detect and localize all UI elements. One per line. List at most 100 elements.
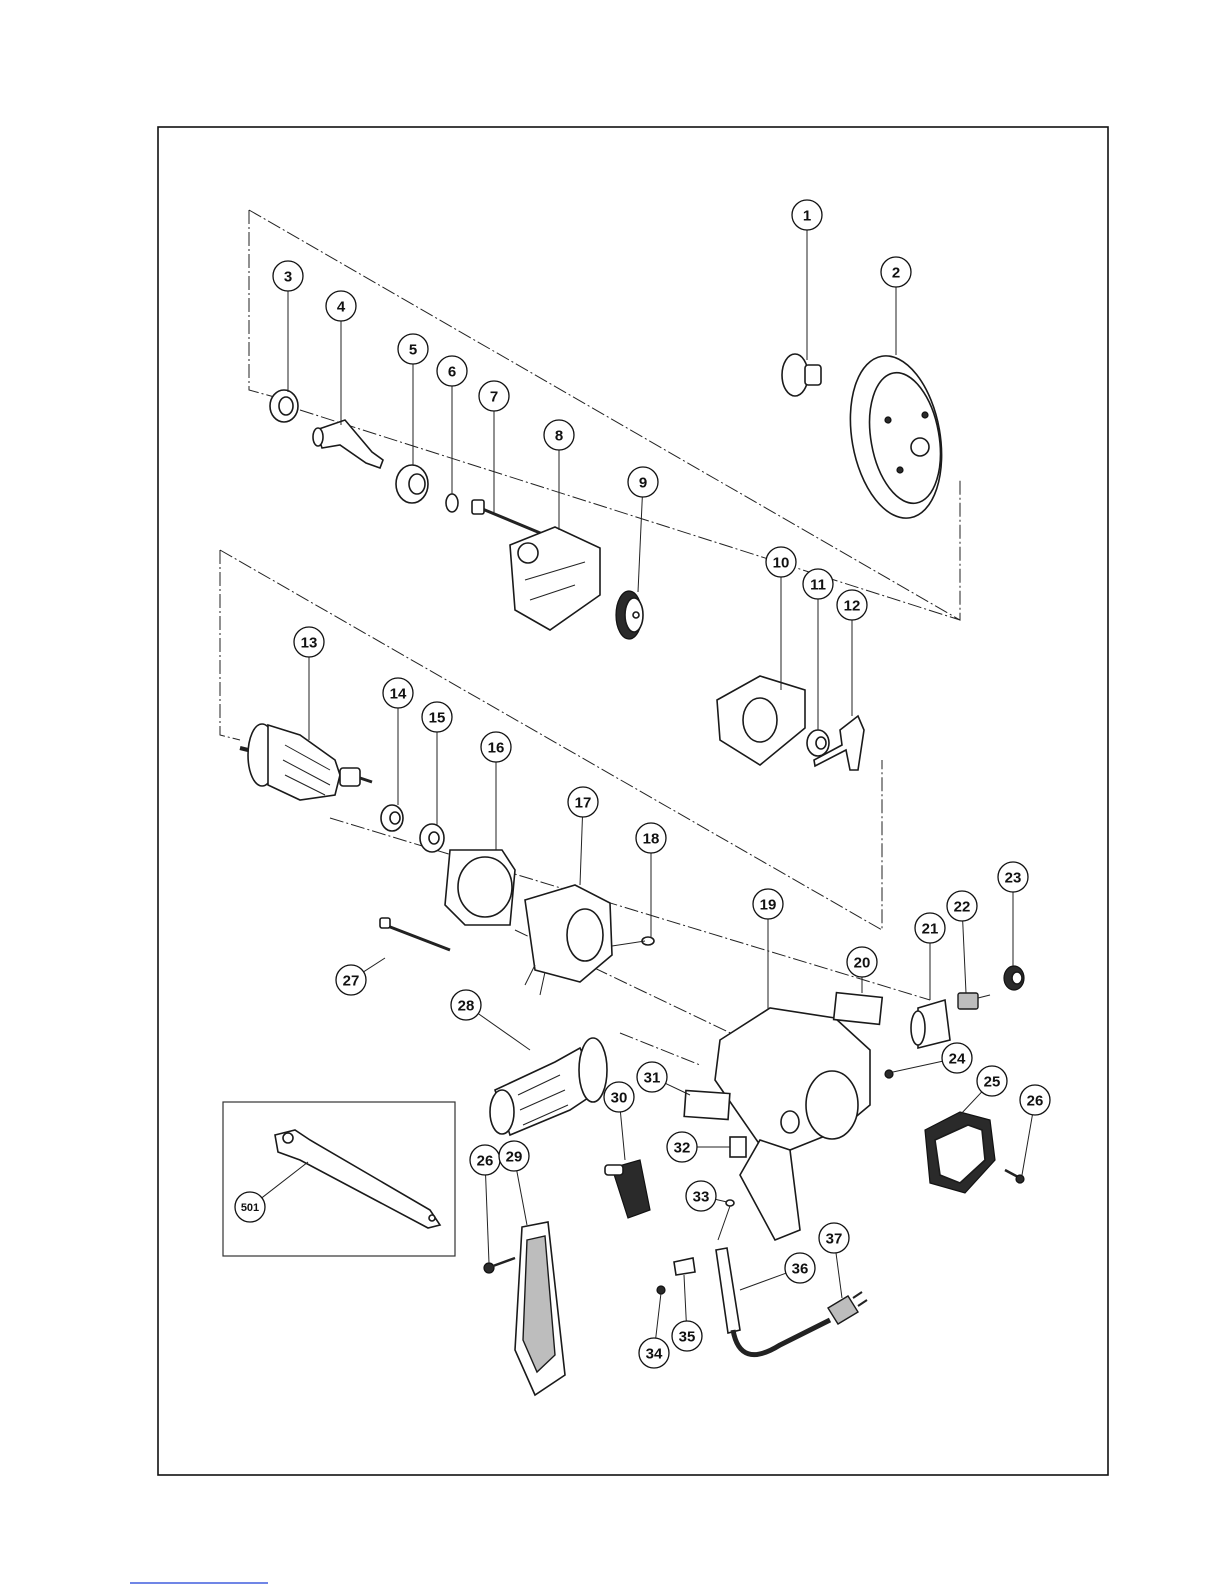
callout-number: 32 [674, 1140, 691, 1157]
callout-22: 22 [947, 891, 977, 993]
callout-26b: 26 [470, 1145, 500, 1263]
part-22-carbon-brush [958, 993, 990, 1009]
part-35-cord-clip [674, 1258, 695, 1275]
part-26-screw-right [1005, 1170, 1024, 1183]
part-27-screw [380, 918, 450, 950]
callout-33: 33 [686, 1181, 727, 1211]
callout-number: 29 [506, 1149, 523, 1166]
callout-11: 11 [803, 569, 833, 730]
diagram-frame [158, 127, 1108, 1475]
callout-number: 9 [639, 475, 647, 492]
part-29-handle-cover [515, 1222, 565, 1395]
part-10-inner-cover [717, 676, 805, 765]
part-5-ball-bearing [396, 465, 428, 503]
callout-leader-line [580, 817, 582, 885]
callout-number: 3 [284, 269, 292, 286]
part-17-stator [525, 885, 612, 995]
callout-5: 5 [398, 334, 428, 465]
callout-20: 20 [847, 947, 877, 993]
callout-number: 7 [490, 389, 498, 406]
callout-27: 27 [336, 958, 385, 995]
part-15-ball-bearing [420, 824, 444, 852]
callout-number: 23 [1005, 870, 1022, 887]
callout-32: 32 [667, 1132, 730, 1162]
callout-number: 11 [810, 577, 826, 594]
part-31-label [684, 1090, 730, 1119]
callout-number: 13 [301, 635, 318, 652]
callout-number: 33 [693, 1189, 710, 1206]
callout-leader-line [893, 1061, 942, 1072]
callout-number: 4 [337, 299, 346, 316]
callout-31: 31 [637, 1062, 690, 1095]
callout-leader-line [478, 1014, 530, 1050]
callout-3: 3 [273, 261, 303, 392]
callout-29: 29 [499, 1141, 529, 1225]
callout-leader-line [486, 1175, 489, 1263]
callout-number: 18 [643, 831, 660, 848]
part-20-nameplate [834, 993, 883, 1025]
callout-number: 1 [803, 208, 811, 225]
callout-number: 27 [343, 973, 360, 990]
callout-10: 10 [766, 547, 796, 690]
callout-15: 15 [422, 702, 452, 825]
part-9-gear [616, 591, 643, 639]
callout-number: 26 [477, 1153, 494, 1170]
callout-leader-line [666, 1083, 690, 1095]
callout-36: 36 [740, 1253, 815, 1290]
part-13-armature [240, 724, 372, 800]
callout-14: 14 [383, 678, 413, 805]
part-16-fan-guide [445, 850, 515, 925]
callout-number: 26 [1027, 1093, 1044, 1110]
part-501-spanner-wrench [275, 1130, 440, 1228]
callout-number: 19 [760, 897, 777, 914]
callout-4: 4 [326, 291, 356, 425]
callout-number: 22 [954, 899, 971, 916]
callout-21: 21 [915, 913, 945, 1000]
callout-number: 24 [949, 1051, 966, 1068]
part-14-ball-bearing [381, 805, 403, 831]
callout-number: 501 [241, 1202, 259, 1214]
callout-number: 10 [773, 555, 790, 572]
callout-37: 37 [819, 1223, 849, 1298]
callout-leader-line [262, 1162, 308, 1198]
callout-501: 501 [235, 1162, 308, 1222]
callout-number: 12 [844, 598, 861, 615]
callout-9: 9 [628, 467, 658, 592]
part-6-retaining-ring [446, 494, 458, 512]
callout-number: 21 [922, 921, 939, 938]
callout-number: 15 [429, 710, 446, 727]
callout-6: 6 [437, 356, 467, 494]
callout-number: 17 [575, 795, 592, 812]
part-4-spindle [313, 420, 383, 468]
part-23-brush-cap [1004, 966, 1024, 990]
part-11-ball-bearing [807, 730, 829, 756]
callout-25: 25 [960, 1066, 1007, 1115]
callout-leader-line [1022, 1115, 1032, 1175]
part-19-housing [715, 1008, 870, 1240]
callout-7: 7 [479, 381, 509, 515]
callout-26a: 26 [1020, 1085, 1050, 1175]
callout-number: 20 [854, 955, 871, 972]
callout-35: 35 [672, 1275, 702, 1351]
part-24-screw [885, 1070, 893, 1078]
callout-leader-line [620, 1112, 625, 1160]
part-21-brush-holder [911, 1000, 950, 1048]
callout-number: 37 [826, 1231, 843, 1248]
callout-leader-line [740, 1273, 786, 1290]
part-8-gear-cover [510, 527, 600, 630]
part-3-seal [270, 390, 298, 422]
callout-leader-line [364, 958, 385, 972]
part-34-screw [657, 1286, 665, 1294]
callout-number: 34 [646, 1346, 663, 1363]
callout-number: 5 [409, 342, 417, 359]
callout-23: 23 [998, 862, 1028, 966]
callout-30: 30 [604, 1082, 634, 1160]
callout-8: 8 [544, 420, 574, 530]
callout-leader-line [836, 1253, 842, 1298]
part-18-terminal [612, 937, 654, 946]
part-7-screw [472, 500, 545, 535]
callout-leader-line [638, 497, 642, 592]
part-33-terminal [718, 1200, 734, 1240]
callout-24: 24 [893, 1043, 972, 1073]
